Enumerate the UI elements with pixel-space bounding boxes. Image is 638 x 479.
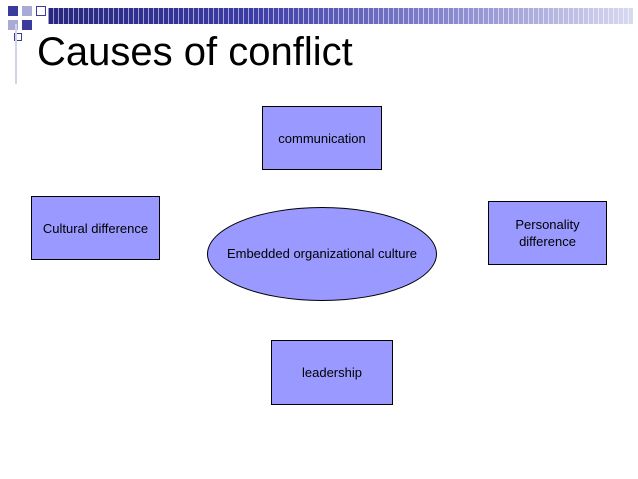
decorative-square xyxy=(8,6,18,16)
cultural-difference-box: Cultural difference xyxy=(31,196,160,260)
leadership-box: leadership xyxy=(271,340,393,405)
header-bar xyxy=(48,8,633,24)
center-ellipse: Embedded organizational culture xyxy=(207,207,437,301)
personality-difference-box: Personality difference xyxy=(488,201,607,265)
header-bar-stripes xyxy=(48,8,633,24)
cultural-difference-label: Cultural difference xyxy=(42,220,149,236)
leadership-label: leadership xyxy=(302,365,362,380)
decorative-square xyxy=(36,6,46,16)
decorative-square xyxy=(14,33,22,41)
personality-difference-label: Personality difference xyxy=(515,216,579,250)
decorative-square xyxy=(22,20,32,30)
communication-label: communication xyxy=(278,130,366,146)
communication-box: communication xyxy=(262,106,382,170)
center-label-line2: culture xyxy=(378,246,418,261)
center-label-line1: Embedded organizational xyxy=(226,246,375,261)
center-label: Embedded organizational culture xyxy=(227,245,417,263)
title-rule xyxy=(15,24,17,84)
personality-difference-line1: Personality xyxy=(515,217,580,232)
decorative-square xyxy=(22,6,32,16)
slide-title: Causes of conflict xyxy=(37,30,353,74)
personality-difference-line2: difference xyxy=(519,234,576,249)
decorative-square xyxy=(8,20,18,30)
